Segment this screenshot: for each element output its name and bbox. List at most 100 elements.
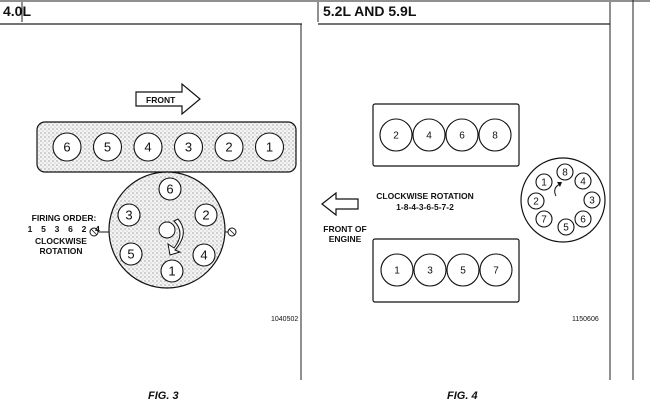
bottom-bank-cylinder-3-label: 3 (427, 266, 433, 277)
bottom-bank-cylinder-5-ring (446, 253, 480, 287)
left-cap-terminal-3-ring (117, 203, 141, 227)
front-of-engine-line2: ENGINE (329, 234, 362, 244)
right-cap-terminal-8-label: 8 (562, 168, 568, 179)
top-bank-cylinder-4: 4 (412, 118, 446, 152)
left-engine-title: 4.0L (3, 3, 31, 19)
left-cap-terminal-6-ring (158, 177, 182, 201)
right-cap-terminal-4-ring (574, 172, 592, 190)
top-bank-cylinder-4-ring (412, 118, 446, 152)
bottom-bank-cylinder-3: 3 (413, 253, 447, 287)
rotation-line1: CLOCKWISE (35, 236, 87, 246)
right-cap-terminal-2: 2 (527, 192, 545, 210)
block-cylinder-3-label: 3 (185, 140, 192, 155)
figure-4-label: FIG. 4 (447, 390, 478, 402)
block-cylinder-6: 6 (52, 132, 82, 162)
right-engine-title: 5.2L AND 5.9L (323, 3, 417, 19)
left-cap-terminals: 6 2 4 1 5 3 (117, 177, 218, 283)
left-cap-terminal-6-label: 6 (166, 182, 173, 197)
block-cylinder-1-ring (254, 132, 285, 162)
left-cap-terminal-5: 5 (119, 242, 143, 266)
bottom-bank-cylinder-3-ring (413, 253, 447, 287)
clockwise-rotation-label: CLOCKWISE ROTATION (376, 191, 473, 201)
block-cylinder-6-label: 6 (63, 140, 70, 155)
front-label: FRONT (146, 95, 176, 105)
left-cap-terminal-4-label: 4 (200, 248, 207, 263)
bottom-bank-cylinder-1-ring (380, 253, 414, 287)
left-cap-terminal-2-ring (194, 203, 218, 227)
block-cylinder-1: 1 (254, 132, 285, 162)
left-part-number: 1040502 (271, 316, 298, 323)
right-cap-terminal-5-label: 5 (563, 223, 569, 234)
right-cap-terminal-1-ring (535, 173, 553, 191)
top-bank-cylinders: 2 4 6 8 (379, 118, 512, 152)
firing-order-digit-5: 2 (82, 224, 87, 234)
right-cap-terminal-1: 1 (535, 173, 553, 191)
right-cap-terminal-3: 3 (583, 191, 601, 209)
bottom-bank-cylinder-7: 7 (479, 253, 513, 287)
block-cylinder-2: 2 (214, 132, 244, 162)
left-cap-terminal-1: 1 (160, 259, 184, 283)
front-of-engine-arrow (321, 191, 359, 217)
right-cap-terminal-6-ring (574, 210, 592, 228)
block-cylinder-3: 3 (173, 132, 204, 162)
top-bank-cylinder-8-label: 8 (492, 131, 498, 142)
firing-order-label: FIRING ORDER: (32, 213, 97, 223)
right-cap-terminal-3-label: 3 (589, 196, 595, 207)
right-cap-terminal-3-ring (583, 191, 601, 209)
top-bank-cylinder-2: 2 (379, 118, 413, 152)
left-cap-terminal-2-label: 2 (202, 208, 209, 223)
top-bank-cylinder-8-ring (478, 118, 512, 152)
block-cylinder-2-label: 2 (225, 140, 232, 155)
block-cylinder-2-ring (214, 132, 244, 162)
firing-order-digit-4: 6 (68, 224, 73, 234)
block-cylinder-6-ring (52, 132, 82, 162)
right-cap-terminal-6: 6 (574, 210, 592, 228)
left-cap-terminal-2: 2 (194, 203, 218, 227)
rotation-line2: ROTATION (39, 246, 82, 256)
right-cap-terminal-8: 8 (556, 163, 574, 181)
right-cap-terminal-7-ring (535, 210, 553, 228)
right-cap-terminal-4-label: 4 (580, 177, 586, 188)
top-bank-cylinder-2-label: 2 (393, 131, 399, 142)
block-cylinder-4-ring (133, 132, 163, 162)
top-bank-cylinder-8: 8 (478, 118, 512, 152)
right-cap-terminal-8-ring (556, 163, 574, 181)
firing-order-digit-2: 5 (41, 224, 46, 234)
left-cap-terminal-5-label: 5 (127, 247, 134, 262)
bottom-bank-cylinder-5-label: 5 (460, 266, 466, 277)
bottom-bank-cylinder-5: 5 (446, 253, 480, 287)
block-cylinder-1-label: 1 (266, 140, 273, 155)
right-cap-terminal-5-ring (557, 218, 575, 236)
firing-order-digit-3: 3 (55, 224, 60, 234)
firing-order-digit-1: 1 (28, 224, 33, 234)
block-cylinder-3-ring (173, 132, 204, 162)
firing-order-digit-6: 4 (95, 224, 100, 234)
left-cap-terminal-6: 6 (158, 177, 182, 201)
right-cap-terminal-1-label: 1 (541, 178, 547, 189)
right-part-number: 1150606 (572, 316, 599, 323)
top-bank-cylinder-6: 6 (445, 118, 479, 152)
top-bank-cylinder-4-label: 4 (426, 131, 432, 142)
block-cylinder-5: 5 (92, 132, 123, 162)
panel-frames (0, 0, 650, 380)
left-cap-terminal-3: 3 (117, 203, 141, 227)
bottom-bank-cylinders: 1 3 5 7 (380, 253, 513, 287)
bottom-bank-cylinder-7-label: 7 (493, 266, 499, 277)
top-bank-cylinder-6-label: 6 (459, 131, 465, 142)
top-bank-cylinder-2-ring (379, 118, 413, 152)
top-bank-cylinder-6-ring (445, 118, 479, 152)
right-cap-terminal-7-label: 7 (541, 215, 547, 226)
right-cap-terminal-2-ring (527, 192, 545, 210)
bottom-bank-cylinder-1: 1 (380, 253, 414, 287)
right-cap-terminal-6-label: 6 (580, 215, 586, 226)
left-cap-terminal-1-label: 1 (168, 264, 175, 279)
left-cap-terminal-4-ring (192, 243, 216, 267)
front-arrow: FRONT (135, 82, 201, 116)
right-cap-terminal-5: 5 (557, 218, 575, 236)
right-cap-terminal-7: 7 (535, 210, 553, 228)
block-cylinder-4: 4 (133, 132, 163, 162)
bottom-bank-cylinder-1-label: 1 (394, 266, 400, 277)
